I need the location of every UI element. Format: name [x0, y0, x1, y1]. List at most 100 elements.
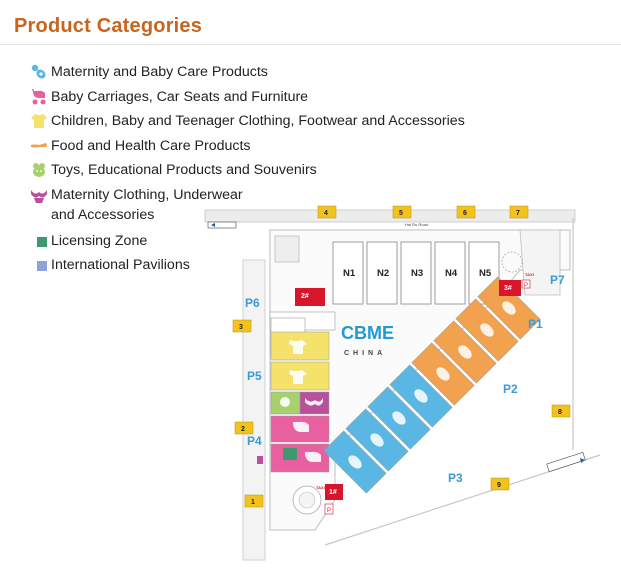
clothing-icon [31, 114, 47, 128]
legend-label: Toys, Educational Products and Souvenirs [51, 162, 317, 178]
arrow-left-icon [211, 223, 215, 227]
legend-item-licensing: Licensing Zone [30, 231, 500, 256]
diagonal-hall [389, 364, 453, 428]
logo-text: CBME [341, 323, 394, 343]
pacifier-icon [392, 411, 406, 425]
gate-label: 6 [463, 210, 467, 217]
licensing-zone [283, 448, 297, 460]
road-label-north: Hai Ru Road [405, 222, 428, 227]
spoon-icon [502, 301, 516, 315]
parking-sign-east [521, 279, 531, 289]
north-road [204, 209, 576, 223]
international-pavilions-swatch [37, 261, 47, 271]
gate-marker [509, 205, 529, 219]
direction-sign [207, 221, 237, 229]
legend-item-pavilions: International Pavilions [30, 255, 500, 280]
diagonal-hall [323, 430, 387, 494]
logo-subtitle: CHINA [344, 350, 386, 357]
diagonal-hall [477, 276, 541, 340]
venue-map: Hai Ru Road N1 N2 N3 N4 N5 [195, 200, 621, 572]
toy-icon [33, 163, 45, 177]
gate-label: 7 [516, 210, 520, 217]
licensing-zone-swatch [37, 236, 47, 247]
gate-marker [234, 421, 254, 435]
parking-sign-south [324, 503, 334, 515]
diagonal-hall [411, 342, 475, 406]
hall-label-p1: P1 [528, 317, 543, 331]
taxi-label-south: TAXI [316, 485, 325, 490]
gate-label: 3 [239, 324, 243, 331]
north-halls: N1 N2 N3 N4 N5 [332, 241, 500, 305]
gate-marker [392, 205, 412, 219]
legend-label: Licensing Zone [51, 232, 148, 249]
stroller-icon [32, 88, 46, 104]
parking-label-east: P [524, 283, 528, 289]
roundabout-center [298, 491, 316, 509]
entrance-2 [295, 288, 325, 306]
gate-marker [232, 319, 252, 333]
spoon-icon [480, 323, 494, 337]
entrance-label-1: 1# [329, 489, 337, 496]
gate-label: 9 [497, 482, 501, 489]
spoon-icon [436, 367, 450, 381]
legend-item-food: Food and Health Care Products [30, 136, 500, 161]
hall-icons-west [280, 340, 323, 462]
venue-map-svg: Hai Ru Road N1 N2 N3 N4 N5 [204, 205, 601, 561]
hall-label-p7: P7 [550, 273, 565, 287]
parking-label-south: P [327, 508, 331, 514]
entrance-label-3: 3# [504, 285, 512, 292]
clothing-icon [289, 340, 307, 354]
hall-n3 [400, 241, 432, 305]
hall-label-n5: N5 [479, 268, 492, 279]
direction-sign-east [546, 451, 586, 473]
gate-label: 8 [558, 409, 562, 416]
gate-marker [456, 205, 476, 219]
legend-label: Maternity Clothing, Underwear and Access… [51, 186, 243, 223]
stroller-icon [293, 421, 309, 432]
entrance-label-2: 2# [301, 293, 309, 300]
spoon-icon [458, 345, 472, 359]
hall-label-n1: N1 [343, 268, 356, 279]
cbme-logo: CBME CHINA [341, 323, 394, 357]
diagonal-hall [367, 386, 431, 450]
gate-marker [551, 404, 571, 418]
legend-item-carriages: Baby Carriages, Car Seats and Furniture [30, 87, 500, 112]
hall-n1 [332, 241, 364, 305]
legend-label: Food and Health Care Products [51, 137, 251, 154]
legend-item-clothing: Children, Baby and Teenager Clothing, Fo… [30, 111, 500, 136]
legend-label: Maternity and Baby Care Products [51, 64, 268, 80]
gate-marker [244, 494, 264, 508]
hall-label-p4: P4 [247, 434, 262, 448]
building-block [274, 235, 300, 263]
hall-label-p3: P3 [448, 471, 463, 485]
toy-icon [280, 397, 290, 407]
hall-label-n3: N3 [411, 268, 423, 279]
pacifier-icon [348, 455, 362, 469]
diagonal-hall [345, 408, 409, 472]
hall-label-p2: P2 [503, 382, 518, 396]
hall-n4 [434, 241, 466, 305]
category-legend: Maternity and Baby Care Products Baby Ca… [30, 62, 500, 280]
entrances: 2# 3# 1# [295, 280, 521, 500]
pacifier-icon [370, 433, 384, 447]
underwear-icon [31, 189, 47, 203]
gate-label: 2 [241, 426, 245, 433]
hall-label-n2: N2 [377, 268, 389, 279]
entrance-3 [499, 280, 521, 296]
hall-label-p5: P5 [247, 369, 262, 383]
hall-n2 [366, 241, 398, 305]
taxi-label: TAXI [525, 272, 534, 277]
underwear-icon [305, 398, 323, 406]
page-title: Product Categories [14, 15, 203, 37]
gate-label: 5 [399, 210, 403, 217]
legend-label: Baby Carriages, Car Seats and Furniture [51, 88, 309, 105]
diagonal-halls [323, 276, 541, 494]
legend-label: Children, Baby and Teenager Clothing, Fo… [51, 113, 465, 129]
pacifier-icon [31, 64, 46, 79]
gate-marker [317, 205, 337, 219]
header: Product Categories [0, 0, 621, 45]
legend-item-maternity-clothing: Maternity Clothing, Underwear and Access… [30, 185, 500, 231]
legend-item-toys: Toys, Educational Products and Souvenirs [30, 160, 500, 185]
legend-item-baby-care: Maternity and Baby Care Products [30, 62, 500, 87]
